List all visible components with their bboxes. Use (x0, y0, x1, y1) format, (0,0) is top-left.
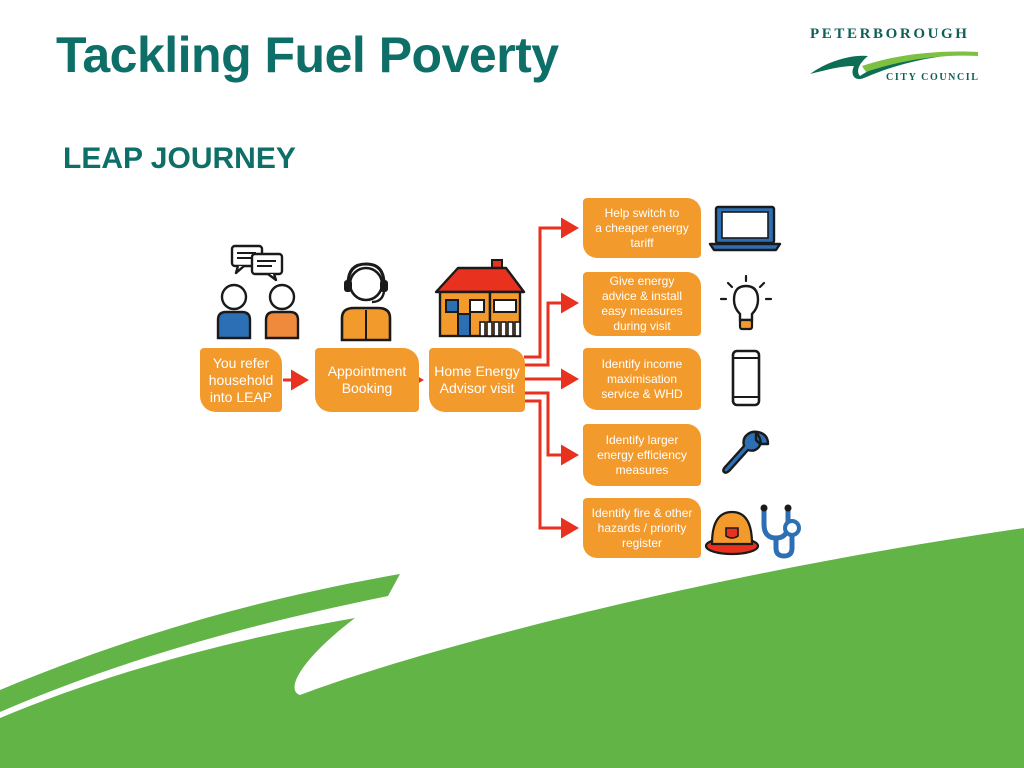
section-subtitle: LEAP JOURNEY (63, 142, 296, 175)
arrow-to-energy-advice (524, 292, 579, 367)
laptop-icon (708, 205, 782, 252)
outcome-hazards-box: Identify fire & other hazards / priority… (583, 498, 701, 558)
logo-swoosh-icon (810, 51, 978, 80)
house-icon (434, 259, 526, 338)
page-title: Tackling Fuel Poverty (56, 27, 559, 83)
call-centre-agent-icon (340, 262, 392, 342)
step-booking-box: Appointment Booking (315, 348, 419, 412)
logo-text-bottom: CITY COUNCIL (886, 72, 980, 83)
outcome-energy-advice-box: Give energy advice & install easy measur… (583, 272, 701, 336)
step-visit-box: Home Energy Advisor visit (429, 348, 525, 412)
smartphone-icon (731, 349, 761, 407)
people-chat-icon (216, 244, 300, 340)
wrench-icon (722, 430, 770, 474)
outcome-income-box: Identify income maximisation service & W… (583, 348, 701, 410)
step-refer-box: You refer household into LEAP (200, 348, 282, 412)
council-logo: PETERBOROUGH CITY COUNCIL (806, 22, 986, 88)
arrow-to-hazards (524, 399, 579, 539)
lightbulb-icon (719, 274, 773, 331)
outcome-efficiency-box: Identify larger energy efficiency measur… (583, 424, 701, 486)
arrow-to-switch-tariff (524, 217, 579, 359)
logo-text-top: PETERBOROUGH (810, 26, 970, 42)
fire-helmet-stethoscope-icon (704, 504, 801, 559)
arrow-to-efficiency (524, 391, 579, 466)
outcome-switch-tariff-box: Help switch to a cheaper energy tariff (583, 198, 701, 258)
